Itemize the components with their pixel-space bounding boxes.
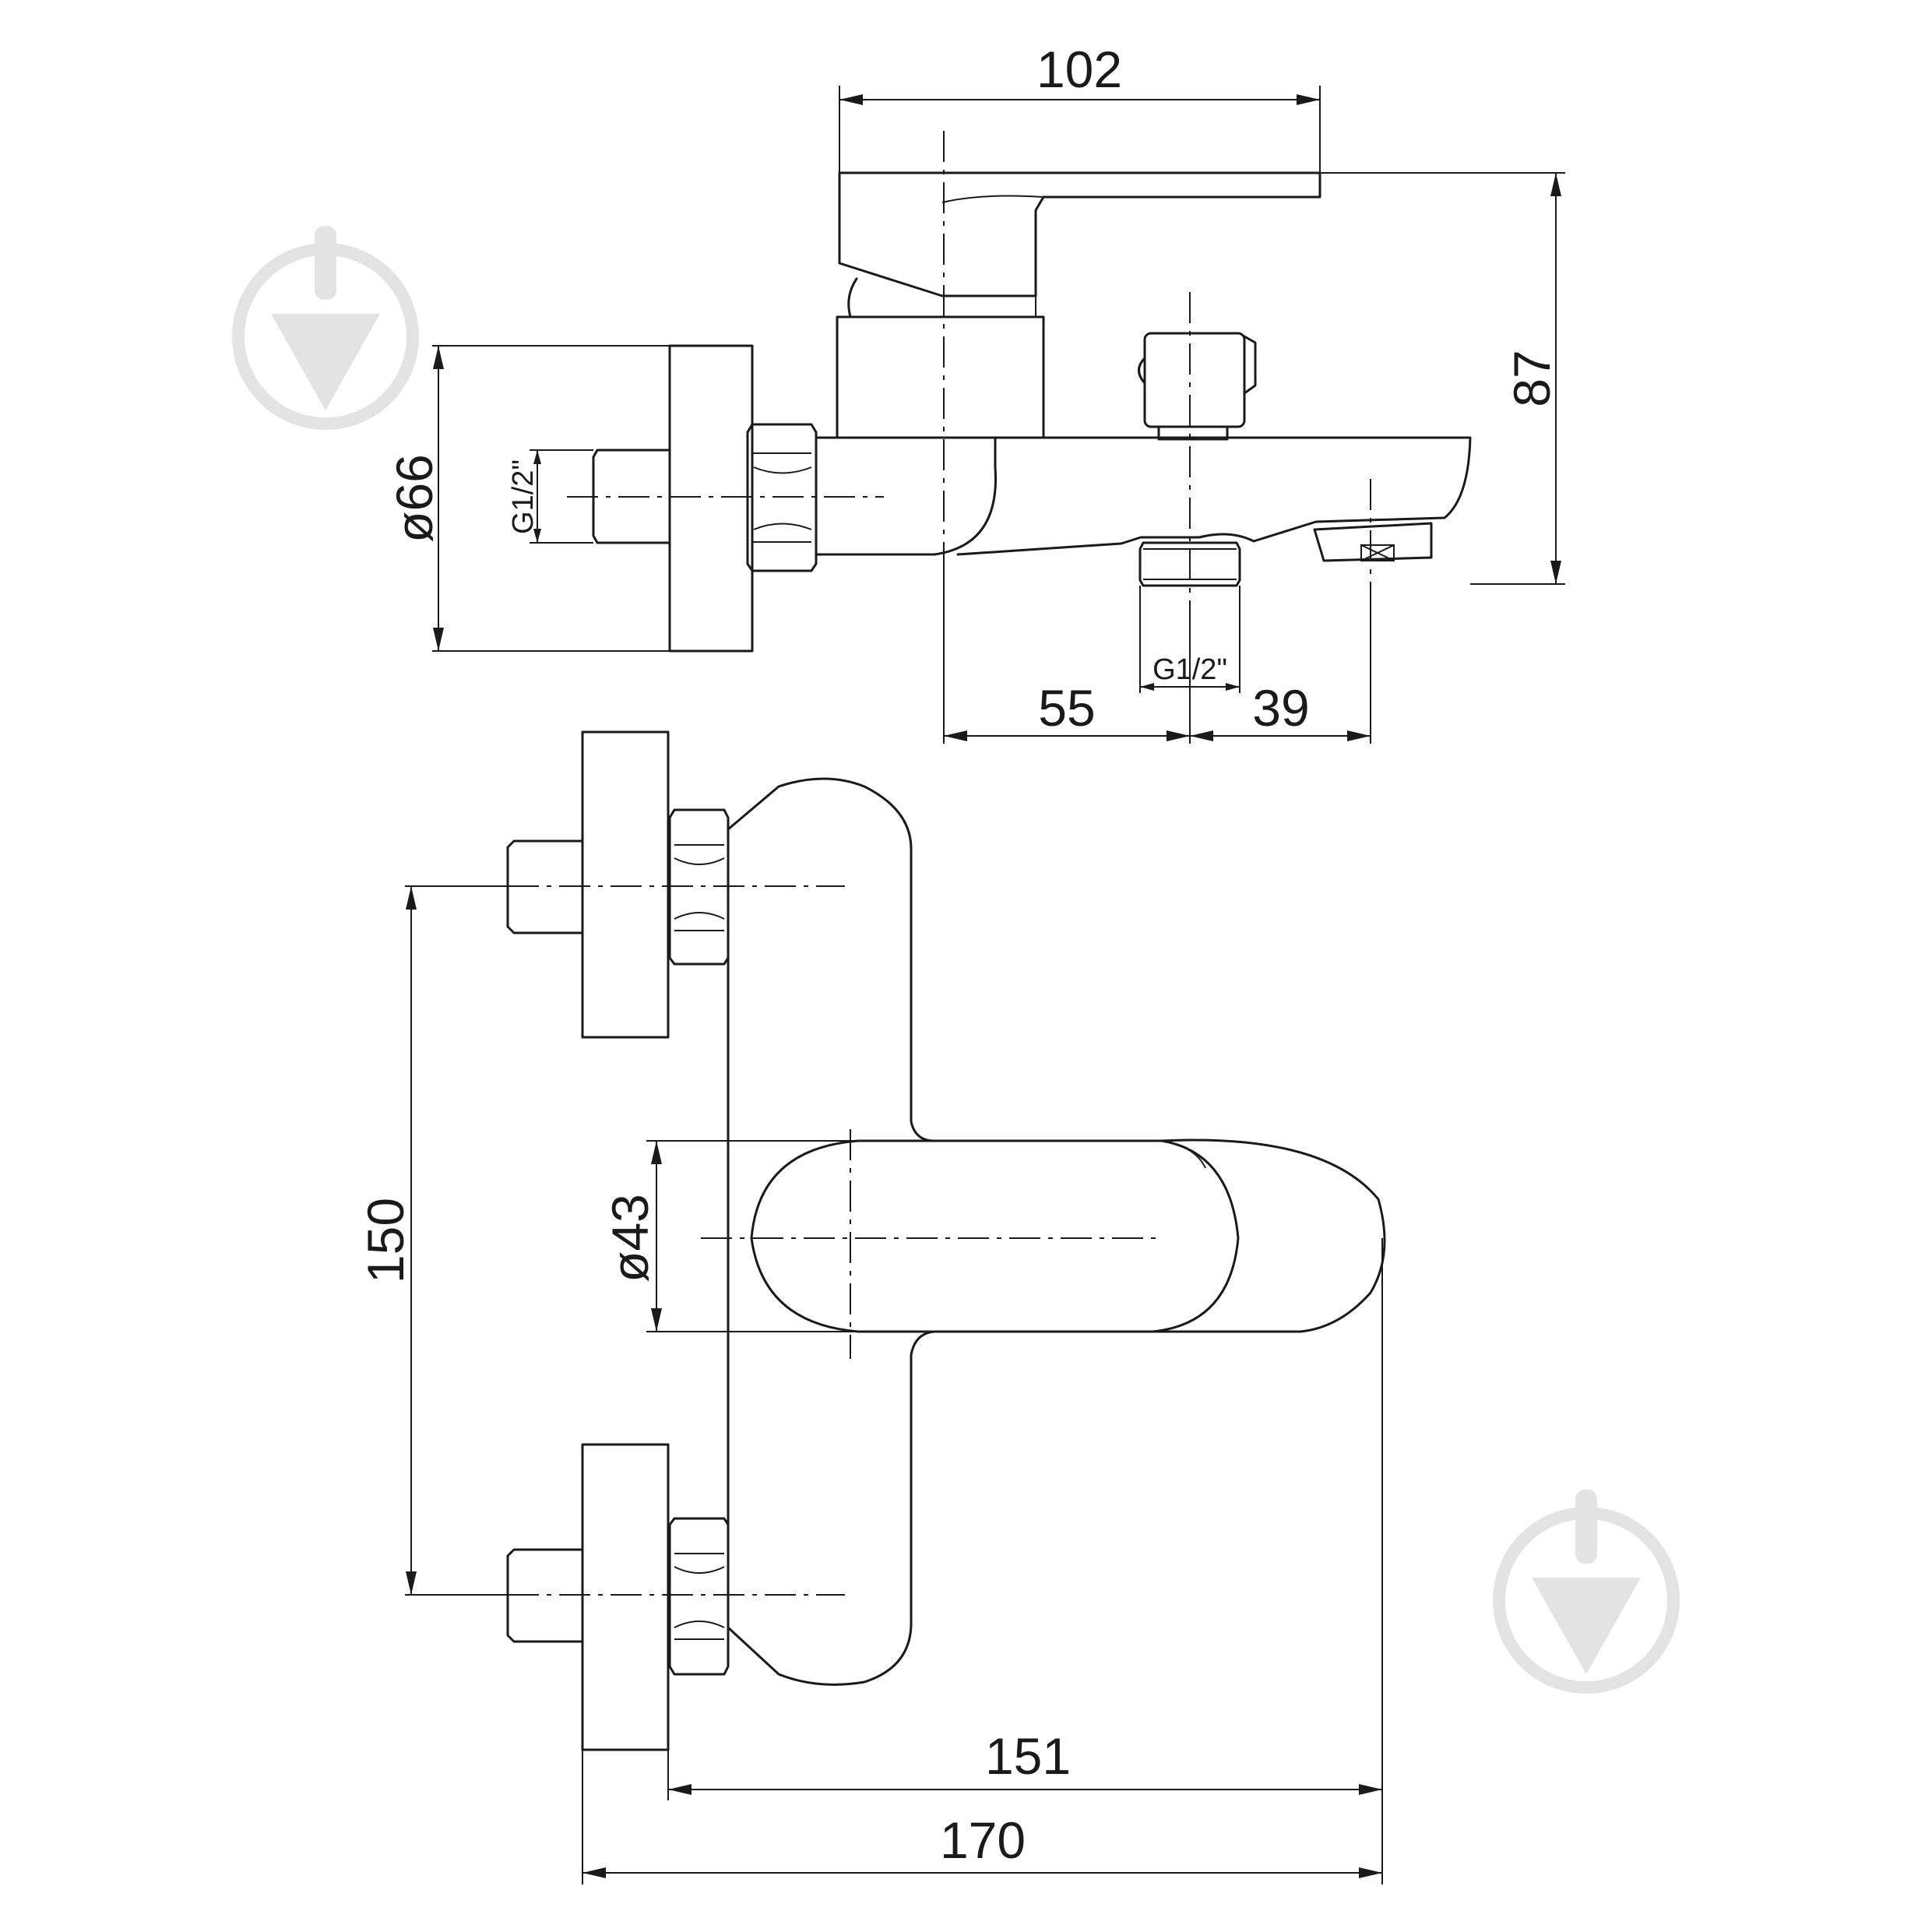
top-view: 150 ø43 151 170 — [357, 730, 1386, 1884]
diverter-knob — [1143, 332, 1246, 428]
dim-depth-body: 151 — [985, 1727, 1071, 1785]
upper-flange — [581, 730, 670, 1039]
cartridge-housing — [836, 315, 1045, 439]
shower-outlet — [1138, 541, 1241, 587]
wall-flange — [668, 344, 754, 653]
upper-hex-nut — [668, 808, 730, 966]
handle-knob — [750, 1139, 1240, 1333]
lever-handle — [838, 171, 1321, 297]
dim-inlet-thread: G1/2" — [507, 459, 540, 534]
lower-flange — [581, 1443, 670, 1751]
dim-axis-to-outlet: 55 — [1038, 679, 1095, 737]
dim-body-diameter: ø43 — [601, 1194, 659, 1283]
dim-height: 87 — [1503, 350, 1561, 406]
dim-inlet-spacing: 150 — [357, 1198, 414, 1283]
hex-nut — [746, 423, 818, 572]
mixer-body-top — [727, 777, 1386, 1686]
aerator — [1313, 522, 1433, 562]
mixer-body — [815, 436, 998, 556]
dim-flange-diameter: ø66 — [385, 454, 443, 543]
dim-handle-length: 102 — [1036, 40, 1122, 98]
lower-hex-nut — [668, 1517, 730, 1676]
download-icon — [232, 226, 419, 430]
download-icon — [1493, 1490, 1680, 1694]
side-view: 102 87 ø66 G1/2" G1/2" 55 39 — [385, 40, 1565, 744]
spout — [956, 436, 1472, 556]
dim-depth-total: 170 — [940, 1811, 1026, 1869]
dim-outlet-to-spout: 39 — [1252, 679, 1309, 737]
